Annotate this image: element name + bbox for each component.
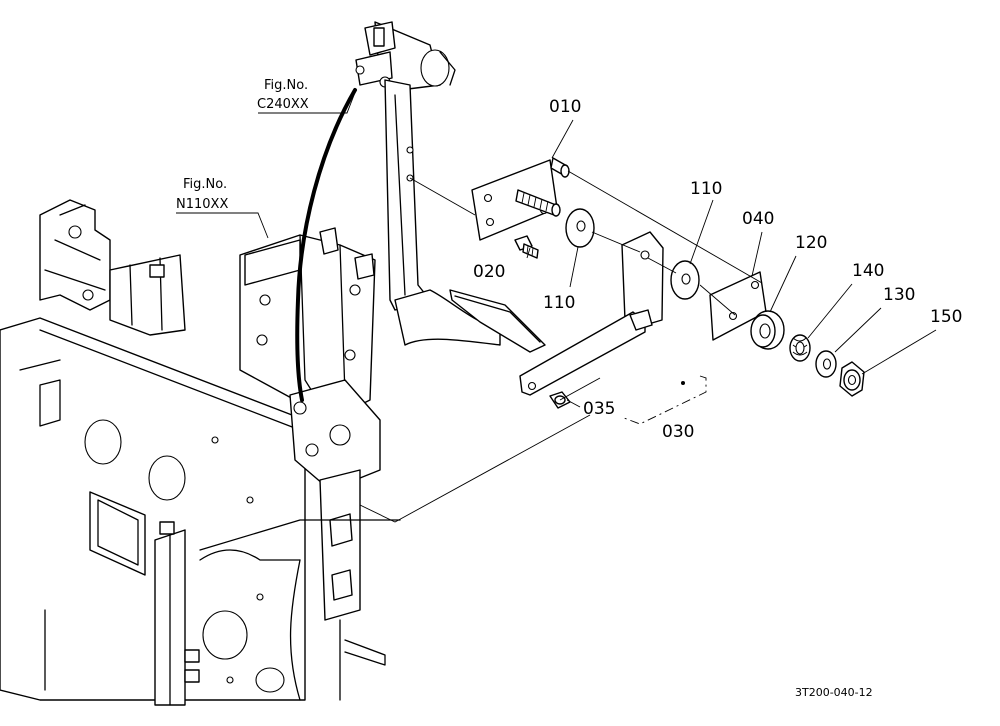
part-110-washer-b [670,260,700,300]
ref-n110-line2: N110XX [176,197,228,212]
label-110-a: 110 [543,293,575,313]
part-120-bushing [750,310,785,350]
label-150: 150 [930,307,962,327]
part-020-bolt [514,235,539,259]
part-150-nut [839,361,865,397]
brake-pedal-arm [355,21,546,353]
label-035: 035 [583,399,615,419]
drawing-code: 3T200-040-12 [795,686,873,699]
figure-ref-n110: Fig.No. N110XX [176,177,228,212]
label-040: 040 [742,209,774,229]
figure-ref-c240: Fig.No. C240XX [257,78,309,112]
part-030-link [519,231,664,396]
label-140: 140 [852,261,884,281]
label-110-b: 110 [690,179,722,199]
mounting-bracket [199,227,401,701]
part-010-plate [471,157,570,241]
label-010: 010 [549,97,581,117]
part-130-washer [815,350,837,378]
label-020: 020 [473,262,505,282]
leader-lines [176,89,937,408]
group-bracket-030 [623,375,707,425]
part-140-spring [789,334,811,362]
part-110-washer-a [565,208,595,248]
label-130: 130 [883,285,915,305]
ref-n110-line1: Fig.No. [183,177,227,192]
ref-c240-line1: Fig.No. [264,78,308,93]
assembly-lines [359,170,763,523]
ref-c240-line2: C240XX [257,97,309,112]
chassis-frame [0,199,306,706]
brake-cable [295,88,357,402]
label-120: 120 [795,233,827,253]
label-030: 030 [662,422,694,442]
